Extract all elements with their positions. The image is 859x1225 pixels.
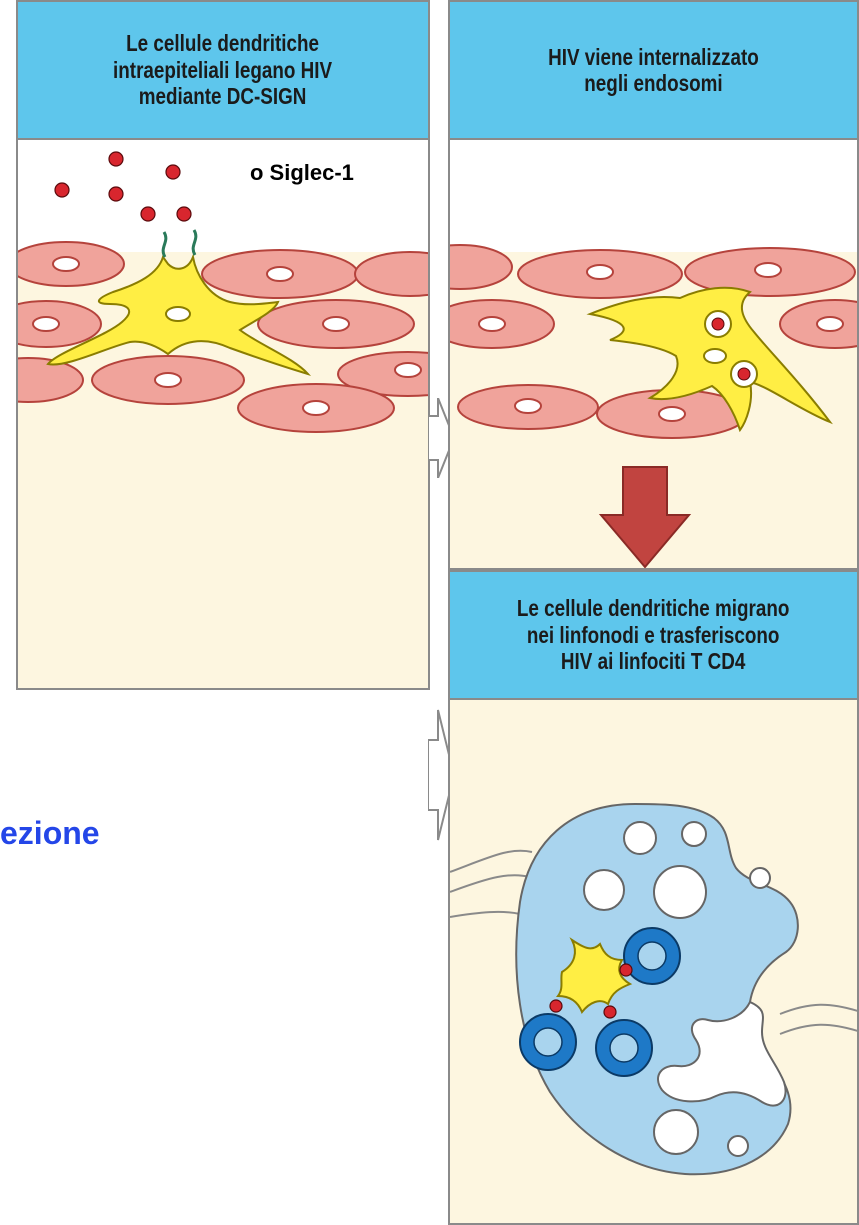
panel-lymph-node-migration: Le cellule dendritiche migrano nei linfo… <box>448 570 859 1225</box>
down-arrow-icon <box>601 467 689 567</box>
hiv-virus-particles <box>55 152 191 221</box>
lymph-node-illustration <box>450 572 859 1225</box>
siglec-annotation: o Siglec-1 <box>250 160 354 186</box>
panel-dc-binding: Le cellule dendritiche intraepiteliali l… <box>16 0 430 690</box>
side-text-fragment: ezione <box>0 815 100 852</box>
endosome-illustration <box>450 2 859 570</box>
lymph-node <box>516 804 798 1174</box>
panel-internalization: HIV viene internalizzato negli endosomi <box>448 0 859 570</box>
epithelium-illustration <box>18 2 430 690</box>
